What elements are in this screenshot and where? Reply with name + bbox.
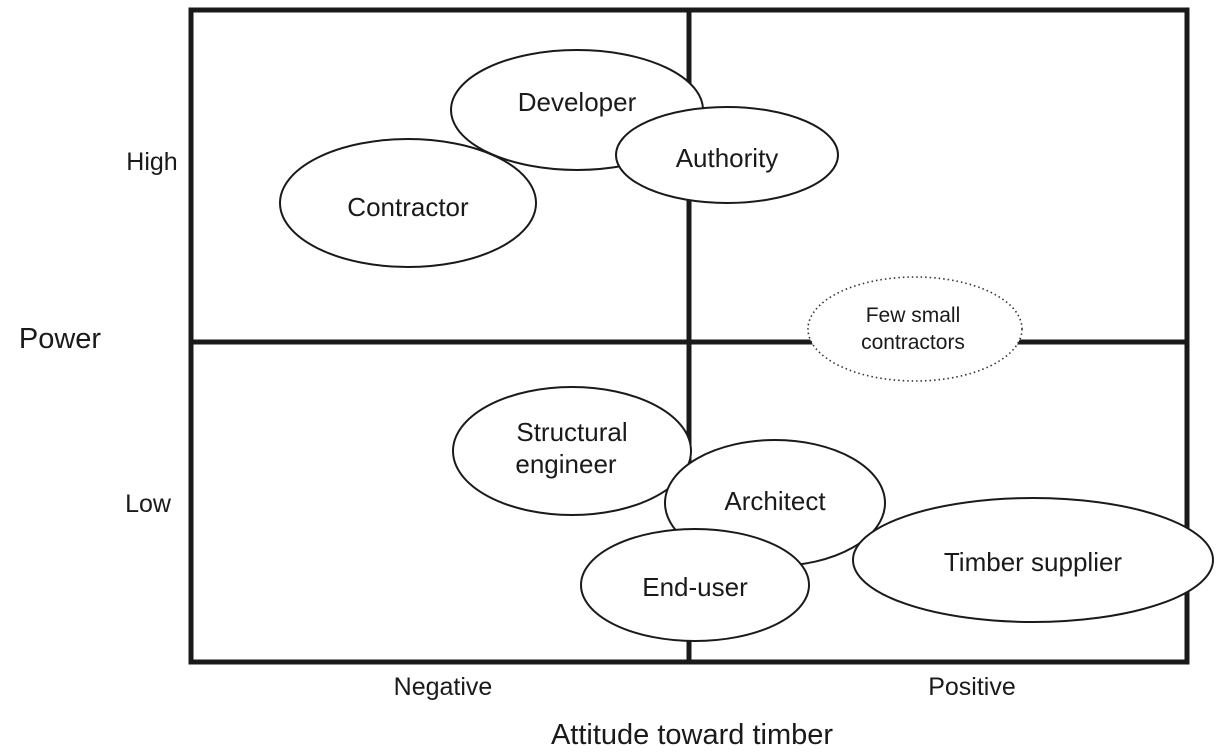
structural-engineer-ellipse [452, 386, 692, 516]
x-axis-title: Attitude toward timber [551, 719, 833, 751]
timber-supplier-label: Timber supplier [944, 547, 1123, 577]
contractor-ellipse [279, 138, 537, 268]
stakeholder-timber-supplier: Timber supplier [852, 497, 1214, 623]
y-tick-low: Low [125, 490, 172, 518]
y-tick-high: High [126, 148, 177, 176]
end-user-label: End-user [642, 572, 748, 602]
developer-label: Developer [518, 87, 637, 117]
few-small-contractors-ellipse [807, 276, 1023, 382]
few-small-contractors-label-line1: Few small [866, 304, 961, 327]
structural-engineer-label-line2: engineer [515, 449, 617, 479]
y-axis-title: Power [19, 323, 102, 355]
stakeholder-contractor: Contractor [279, 138, 537, 268]
authority-ellipse [615, 106, 839, 204]
x-tick-positive: Positive [928, 673, 1016, 701]
architect-label: Architect [724, 486, 826, 516]
stakeholder-structural-engineer: Structural engineer [452, 386, 692, 516]
structural-engineer-label-line1: Structural [516, 417, 627, 447]
end-user-ellipse [580, 528, 810, 642]
stakeholder-authority: Authority [615, 106, 839, 204]
contractor-label: Contractor [347, 192, 469, 222]
stakeholder-end-user: End-user [580, 528, 810, 642]
few-small-contractors-label-line2: contractors [861, 331, 965, 354]
authority-label: Authority [676, 143, 779, 173]
x-tick-negative: Negative [394, 673, 493, 701]
stakeholder-few-small-contractors: Few small contractors [807, 276, 1023, 382]
timber-supplier-ellipse [852, 497, 1214, 623]
